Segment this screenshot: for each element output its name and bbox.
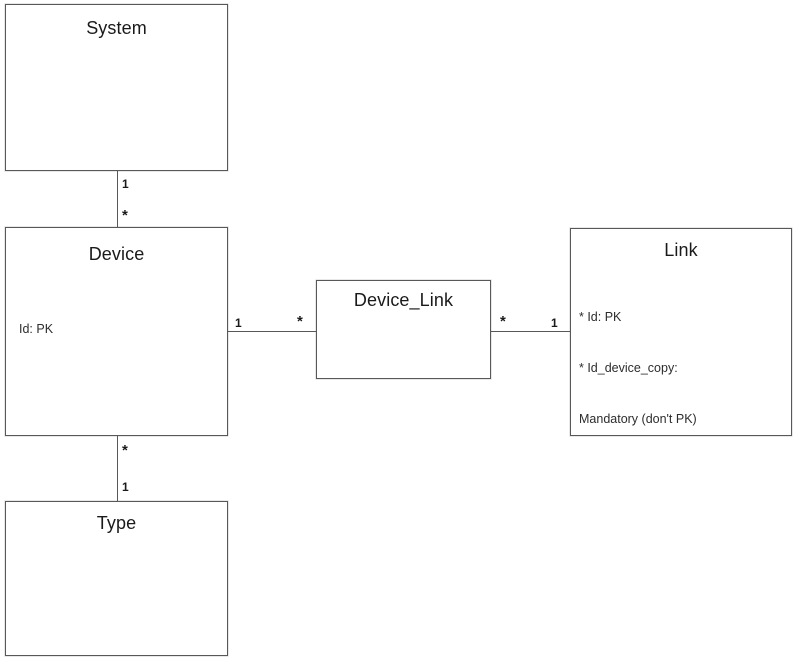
connector-device-type[interactable] [117,436,118,502]
entity-device-attributes: Id: PK [19,287,53,372]
connector-device-device-link[interactable] [228,331,316,332]
entity-system[interactable]: System [5,4,228,171]
entity-link-attributes: * Id: PK * Id_device_copy: Mandatory (do… [579,275,697,462]
cardinality-system-device-to: * [122,207,128,224]
cardinality-device-device-link-from: 1 [235,316,242,330]
entity-type-title: Type [96,513,137,533]
entity-type[interactable]: Type [5,501,228,656]
cardinality-system-device-from: 1 [122,177,129,191]
entity-link-attribute: * Id_device_copy: [579,361,678,375]
entity-device-link-title: Device_Link [353,290,454,310]
entity-device-attribute: Id: PK [19,322,54,336]
connector-device-link-link[interactable] [491,331,570,332]
cardinality-device-type-to: 1 [122,480,129,494]
cardinality-device-device-link-to: * [297,313,303,330]
entity-link[interactable]: Link * Id: PK * Id_device_copy: Mandator… [570,228,792,436]
entity-link-title: Link [664,240,698,260]
entity-link-attribute: * Id: PK [579,310,622,324]
cardinality-device-link-link-to: 1 [551,316,558,330]
entity-device-title: Device [88,244,145,264]
cardinality-device-type-from: * [122,442,128,459]
entity-device[interactable]: Device Id: PK [5,227,228,436]
entity-device-link[interactable]: Device_Link [316,280,491,379]
entity-link-attribute: Mandatory (don't PK) [579,412,697,426]
connector-system-device[interactable] [117,171,118,228]
cardinality-device-link-link-from: * [500,313,506,330]
entity-system-title: System [86,18,147,38]
